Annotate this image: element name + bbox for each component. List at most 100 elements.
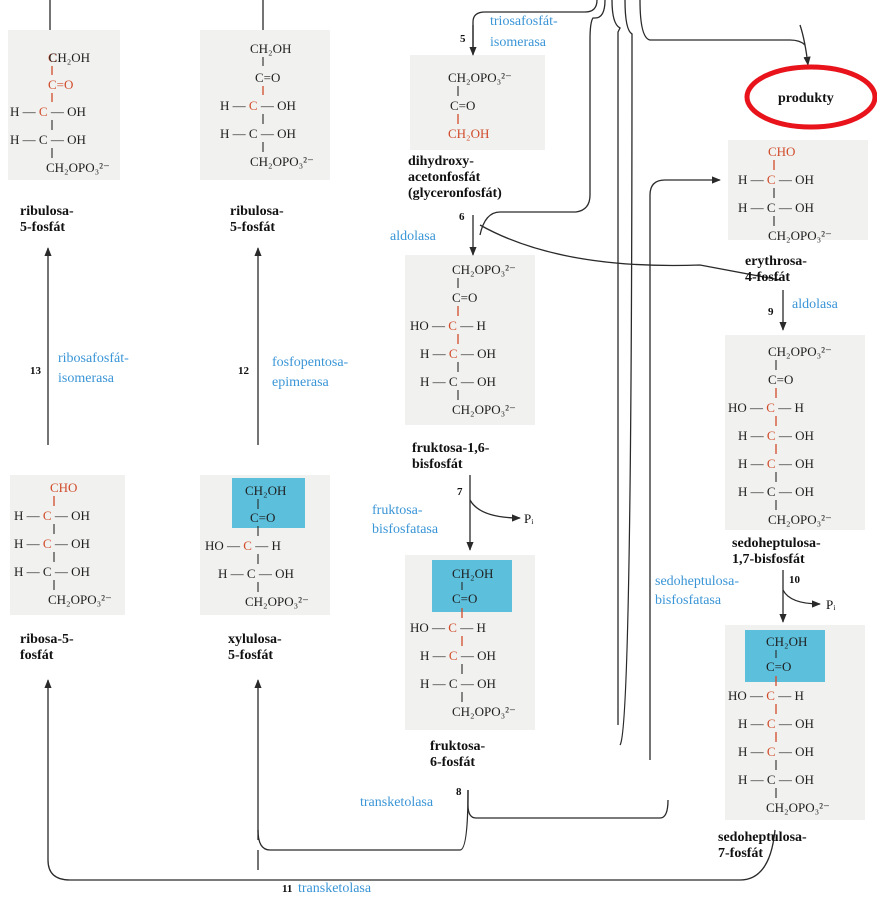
enzyme-5-line-2: isomerasa (490, 35, 547, 50)
line-top-e (639, 0, 806, 46)
molecule-ribulose-5p-a: CCH₂OH C=O H — C — OH H — C — OH CH₂OPO₃… (10, 50, 110, 175)
svg-text:HO — C — H: HO — C — H (410, 318, 486, 333)
svg-text:CHO: CHO (50, 480, 77, 495)
line-top-c (611, 0, 621, 725)
name-dhap-3: (glyceronfosfát) (408, 186, 502, 201)
step-5: 5 (460, 33, 466, 45)
name-dhap-1: dihydroxy- (408, 154, 474, 169)
line-11 (47, 829, 776, 881)
arrow-pi-7 (469, 499, 521, 522)
svg-text:H — C — OH: H — C — OH (738, 172, 814, 187)
name-erythrose-2: 4-fosfát (745, 270, 790, 285)
line-aldolase-link (479, 224, 781, 281)
svg-text:H — C — OH: H — C — OH (14, 564, 90, 579)
svg-text:C=O: C=O (452, 290, 477, 305)
enzyme-8: transketolasa (360, 795, 434, 810)
svg-text:HO — C — H: HO — C — H (410, 620, 486, 635)
line-8-b (257, 789, 469, 851)
svg-text:HO — C — H: HO — C — H (728, 688, 804, 703)
svg-text:H — C — OH: H — C — OH (738, 772, 814, 787)
svg-text:H — C — OH: H — C — OH (14, 536, 90, 551)
svg-text:H — C — OH: H — C — OH (220, 98, 296, 113)
molecule-ribose-5p: CHO H — C — OH H — C — OH H — C — OH CH₂… (14, 480, 112, 607)
svg-text:H — C — OH: H — C — OH (738, 484, 814, 499)
step-9: 9 (768, 306, 774, 318)
svg-text:CH₂OPO₃²⁻: CH₂OPO₃²⁻ (768, 228, 832, 243)
molecule-fbp: CH₂OPO₃²⁻ C=O HO — C — H H — C — OH H — … (410, 262, 516, 417)
svg-text:H — C — OH: H — C — OH (10, 104, 86, 119)
svg-text:CH₂OPO₃²⁻: CH₂OPO₃²⁻ (452, 704, 516, 719)
molecule-f6p: CH₂OH C=O HO — C — H H — C — OH H — C — … (410, 566, 516, 719)
molecule-s7p: CH₂OH C=O HO — C — H H — C — OH H — C — … (728, 634, 830, 815)
svg-text:H — C — OH: H — C — OH (420, 346, 496, 361)
name-fbp-1: fruktosa-1,6- (412, 441, 490, 456)
products-marker: produkty (744, 64, 877, 130)
svg-text:CH₂OH: CH₂OH (448, 126, 489, 141)
svg-text:CH₂OH: CH₂OH (250, 41, 291, 56)
svg-text:C=O: C=O (452, 591, 477, 606)
ch2oh-a: CH₂OH (49, 50, 90, 65)
svg-text:H — C — OH: H — C — OH (10, 132, 86, 147)
molecule-sbp: CH₂OPO₃²⁻ C=O HO — C — H H — C — OH H — … (728, 344, 832, 527)
line-top-a (472, 0, 598, 52)
enzyme-7-line-2: bisfosfatasa (372, 522, 439, 537)
svg-text:H — C — OH: H — C — OH (738, 744, 814, 759)
svg-text:H — C — OH: H — C — OH (14, 508, 90, 523)
svg-text:HO — C — H: HO — C — H (205, 538, 281, 553)
svg-text:H — C — OH: H — C — OH (420, 648, 496, 663)
svg-text:H — C — OH: H — C — OH (738, 428, 814, 443)
step-numbers: 5 6 7 8 9 10 11 12 13 (30, 33, 801, 895)
enzyme-5-line-1: triosafosfát- (490, 14, 558, 29)
enzyme-13-line-2: isomerasa (58, 371, 115, 386)
arrow-erythrose (649, 176, 721, 760)
enzyme-11: transketolasa (298, 881, 372, 896)
highlight-s7p (745, 630, 825, 682)
svg-text:C=O: C=O (255, 70, 280, 85)
products-circle (744, 64, 877, 130)
svg-text:CH₂OPO₃²⁻: CH₂OPO₃²⁻ (250, 154, 314, 169)
name-dhap-2: acetonfosfát (408, 170, 481, 185)
enzyme-13-line-1: ribosafosfát- (58, 351, 129, 366)
svg-text:H — C — OH: H — C — OH (220, 126, 296, 141)
svg-text:CCH₂OH: CCH₂OH (48, 50, 90, 65)
panel-dhap (410, 55, 545, 150)
enzyme-6: aldolasa (390, 229, 437, 244)
svg-text:C=O: C=O (450, 98, 475, 113)
svg-text:C=O: C=O (766, 659, 791, 674)
step-8: 8 (456, 786, 462, 798)
enzyme-10-line-2: bisfosfatasa (655, 593, 722, 608)
phosphate-7: Pᵢ (524, 511, 534, 526)
svg-text:H — C — OH: H — C — OH (218, 566, 294, 581)
svg-text:H — C — OH: H — C — OH (420, 676, 496, 691)
svg-text:CH₂OPO₃²⁻: CH₂OPO₃²⁻ (768, 344, 832, 359)
svg-text:H — C — OH: H — C — OH (738, 456, 814, 471)
panel-erythrose (728, 140, 868, 240)
svg-text:CH₂OPO₃²⁻: CH₂OPO₃²⁻ (48, 592, 112, 607)
enzyme-12-line-1: fosfopentosa- (272, 355, 349, 370)
name-ribose-2: fosfát (20, 648, 54, 663)
step-6: 6 (459, 211, 465, 223)
svg-text:C=O: C=O (768, 372, 793, 387)
svg-text:CH₂OPO₃²⁻: CH₂OPO₃²⁻ (448, 70, 512, 85)
name-s7p-2: 7-fosfát (718, 846, 763, 861)
svg-text:CH₂OH: CH₂OH (766, 634, 807, 649)
arrow-products (799, 24, 811, 66)
name-s7p-1: sedoheptulosa- (718, 830, 807, 845)
name-ribulose-b-1: ribulosa- (230, 204, 284, 219)
name-xylulose-1: xylulosa- (228, 632, 282, 647)
enzyme-labels: triosafosfát- isomerasa aldolasa fruktos… (58, 14, 839, 896)
highlight-xylulose (232, 478, 305, 528)
step-12: 12 (238, 365, 250, 377)
panel-ribulose-a (8, 30, 120, 180)
name-erythrose-1: erythrosa- (745, 254, 807, 269)
pathway-lines (44, 0, 821, 881)
name-xylulose-2: 5-fosfát (228, 648, 273, 663)
svg-text:CH₂OPO₃²⁻: CH₂OPO₃²⁻ (452, 402, 516, 417)
svg-text:H — C — OH: H — C — OH (738, 716, 814, 731)
phosphate-10: Pᵢ (826, 597, 836, 612)
step-11: 11 (282, 883, 292, 895)
enzyme-10-line-1: sedoheptulosa- (655, 574, 739, 589)
name-ribulose-a-1: ribulosa- (20, 204, 74, 219)
panel-ribose (10, 475, 125, 615)
